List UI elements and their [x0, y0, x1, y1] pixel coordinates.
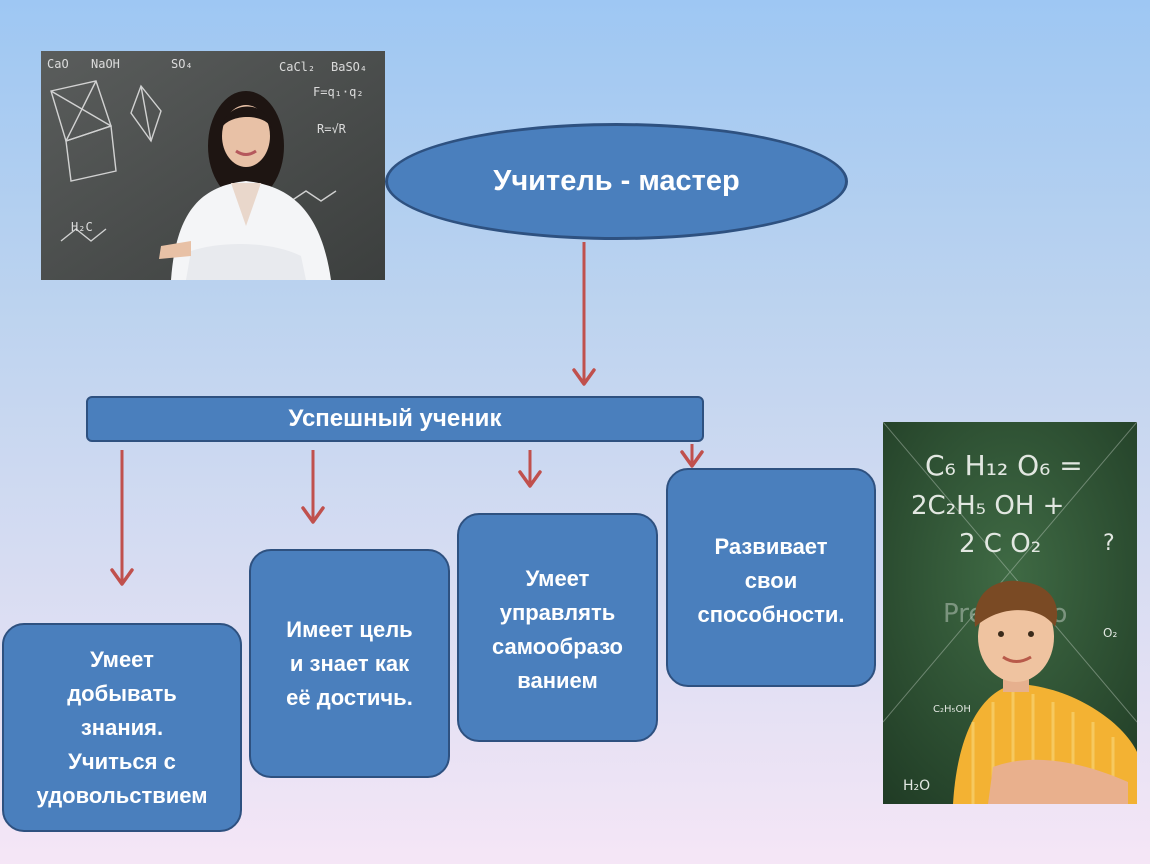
leaf-node-4: Развивает свои способности.	[666, 468, 876, 687]
board-text: R=√R	[317, 122, 347, 136]
board-text: ?	[1103, 531, 1115, 556]
leaf-node-label: Умеет управлять самообразо ванием	[492, 566, 623, 693]
top-node-label: Учитель - мастер	[493, 165, 740, 197]
student-photo: C₆ H₁₂ O₆ = 2C₂H₅ OH + 2 C O₂ ? O₂ C₂H₅O…	[883, 422, 1137, 804]
arrowhead	[680, 450, 704, 468]
board-text: CaO	[47, 57, 69, 71]
board-text: H₂C	[71, 220, 93, 234]
arrowhead	[301, 506, 325, 524]
teacher-photo: CaO NaOH SO₄ CaCl₂ BaSO₄ F=q₁·q₂ R=√R H₂…	[41, 51, 385, 280]
leaf-node-label: Развивает свои способности.	[697, 534, 845, 627]
board-text: SO₄	[171, 57, 193, 71]
arrowhead	[518, 470, 542, 488]
board-text: 2C₂H₅ OH +	[911, 491, 1064, 521]
board-text: C₆ H₁₂ O₆ =	[925, 449, 1083, 482]
arrowhead	[572, 368, 596, 386]
leaf-node-2: Имеет цель и знает как её достичь.	[249, 549, 450, 778]
leaf-node-label: Умеет добывать знания. Учиться с удоволь…	[36, 646, 208, 808]
board-text: C₂H₅OH	[933, 704, 971, 715]
leaf-node-1: Умеет добывать знания. Учиться с удоволь…	[2, 623, 242, 832]
leaf-node-3: Умеет управлять самообразо ванием	[457, 513, 658, 742]
arrowhead	[110, 568, 134, 586]
board-text: NaOH	[91, 57, 120, 71]
board-text: BaSO₄	[331, 60, 367, 74]
board-text: H₂O	[903, 778, 930, 794]
board-text: O₂	[1103, 626, 1117, 640]
board-text: CaCl₂	[279, 60, 315, 74]
board-text: 2 C O₂	[959, 529, 1041, 559]
top-node-teacher-master: Учитель - мастер	[385, 123, 848, 240]
middle-node-successful-student: Успешный ученик	[86, 396, 704, 442]
board-text: F=q₁·q₂	[313, 85, 364, 99]
middle-node-label: Успешный ученик	[288, 405, 502, 432]
leaf-node-label: Имеет цель и знает как её достичь.	[286, 617, 413, 710]
